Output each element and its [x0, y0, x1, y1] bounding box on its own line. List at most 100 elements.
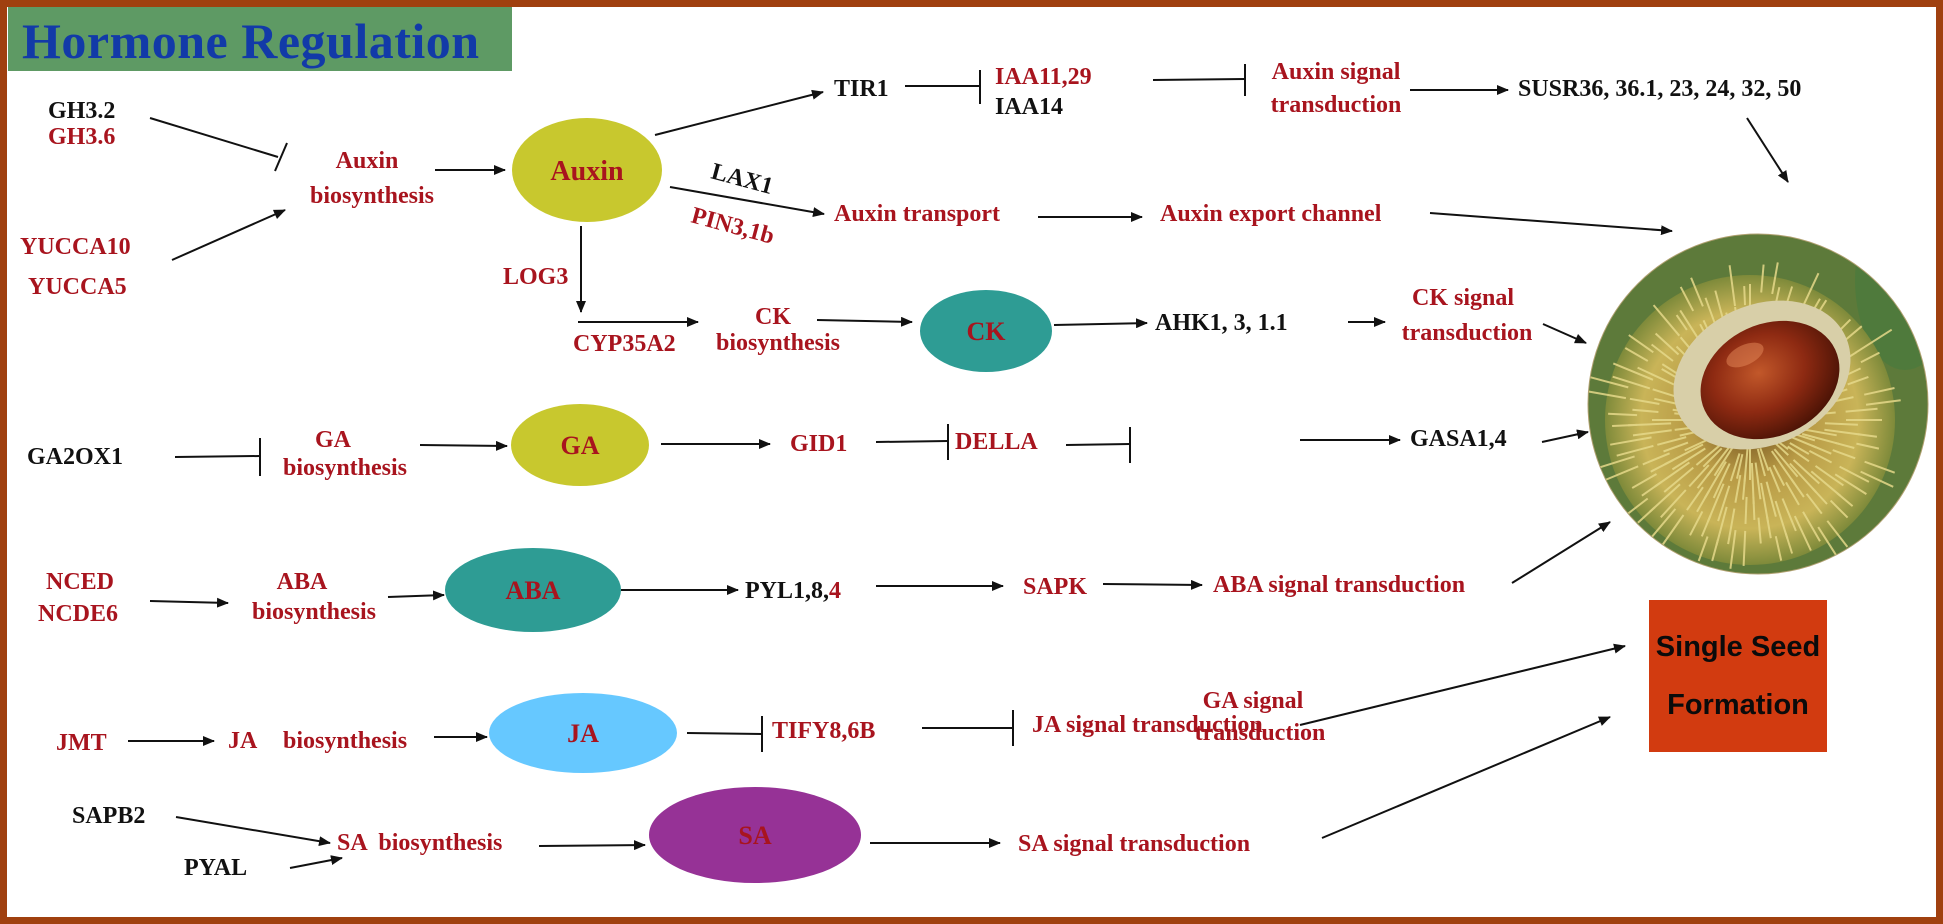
burr-spine — [1660, 489, 1687, 518]
burr-spine — [1595, 455, 1635, 470]
burr-spine — [1789, 462, 1817, 493]
burr-spine — [1588, 375, 1629, 389]
burr-spine — [1760, 482, 1770, 523]
burr-spine — [1632, 429, 1672, 437]
burr-spine — [1743, 286, 1746, 306]
pyal-label: PYAL — [184, 855, 247, 881]
auxin-biosynthesis-label-1: Auxin — [336, 148, 399, 174]
ck-signal-arrow — [1542, 323, 1587, 344]
pin3-label: PIN3,1b — [688, 203, 777, 250]
ga-biosynthesis-arrow — [419, 440, 508, 451]
burr-spine — [1817, 526, 1839, 559]
burr-spine — [1834, 473, 1867, 495]
tify-label: TIFY8,6B — [772, 718, 875, 744]
burr-spine — [1657, 436, 1687, 446]
burr-spine — [1854, 328, 1893, 354]
burr-spine — [1824, 428, 1862, 436]
burr-spine — [1671, 447, 1706, 471]
ck-to-ahk-arrow — [1053, 318, 1148, 329]
chestnut-burr-image — [1587, 233, 1929, 575]
auxin-biosynthesis-label-2: biosynthesis — [310, 183, 434, 209]
ga2ox1-label: GA2OX1 — [27, 444, 123, 470]
burr-spine — [1624, 347, 1649, 362]
burr-spine — [1612, 362, 1654, 381]
burr-spine — [1742, 530, 1747, 566]
burr-spine — [1648, 508, 1677, 541]
burr-spine — [1754, 462, 1762, 500]
burr-spine — [1863, 387, 1895, 396]
burr-spine — [1810, 470, 1842, 497]
sa-biosynthesis-label: SA biosynthesis — [337, 830, 502, 856]
burr-spine — [1717, 485, 1731, 522]
burr-spine — [1629, 397, 1660, 405]
burr-spine — [1616, 444, 1654, 457]
della-inhibition-line — [1065, 443, 1131, 446]
ga-biosynthesis-label-2: biosynthesis — [283, 455, 407, 481]
pyl-label: PYL1,8,4 — [745, 578, 841, 604]
ck-signal-label-2: transduction — [1402, 320, 1533, 346]
burr-spine — [1704, 297, 1717, 325]
burr-spine — [1712, 463, 1731, 499]
burr-spine — [1864, 460, 1896, 474]
burr-spine — [1785, 481, 1800, 506]
burr-spine — [1744, 496, 1748, 524]
burr-spine — [1649, 483, 1681, 513]
burr-spine — [1789, 442, 1810, 455]
auxin-signal-label-1: Auxin signal — [1272, 59, 1401, 85]
burr-spine — [1610, 436, 1652, 446]
burr-spine — [1801, 433, 1840, 445]
gh-inhibition-line — [149, 117, 279, 158]
burr-spine — [1760, 264, 1765, 293]
burr-spine — [1757, 517, 1762, 544]
ja-signal-arrow — [1299, 643, 1626, 726]
aba-biosynthesis-label-2: biosynthesis — [252, 599, 376, 625]
burr-spine — [1608, 412, 1638, 417]
cyp-label: CYP35A2 — [573, 331, 676, 357]
gh-inhibition-bar — [274, 142, 288, 172]
yucca10-label: YUCCA10 — [20, 234, 131, 260]
burr-spine — [1704, 461, 1727, 499]
gasa-label: GASA1,4 — [1410, 426, 1507, 452]
burr-spine — [1728, 265, 1736, 307]
lax1-label: LAX1 — [708, 159, 775, 200]
gh32-label: GH3.2 — [48, 98, 115, 124]
sapb2-label: SAPB2 — [72, 803, 145, 829]
ck-biosynthesis-label-2: biosynthesis — [716, 330, 840, 356]
burr-spine — [1632, 408, 1659, 413]
burr-spine — [1652, 304, 1681, 337]
auxin-node-label: Auxin — [550, 156, 624, 187]
outcome-label-line1: Single Seed — [1655, 631, 1821, 663]
burr-spine — [1781, 498, 1797, 532]
burr-spine — [1847, 375, 1869, 386]
auxin-transport-label: Auxin transport — [834, 201, 1000, 227]
burr-spine — [1654, 461, 1690, 488]
burr-spine — [1603, 465, 1639, 482]
sa-node — [649, 787, 861, 883]
sa-node-label: SA — [738, 821, 771, 850]
sapk-label: SAPK — [1023, 574, 1087, 600]
burr-spine — [1772, 464, 1786, 487]
burr-spine — [1736, 453, 1744, 479]
ga-signal-label-1: GA signal — [1203, 688, 1304, 714]
ja-node — [489, 693, 677, 773]
burr-spine — [1845, 407, 1878, 413]
burr-spine — [1802, 511, 1821, 542]
log3-label: LOG3 — [503, 264, 568, 290]
burr-spine — [1664, 443, 1704, 466]
burr-spine — [1663, 466, 1694, 493]
sa-signal-arrow — [1321, 716, 1611, 839]
gasa-to-outcome-arrow — [1541, 429, 1589, 443]
sapb2-arrow — [175, 816, 331, 847]
burr-spine — [1856, 442, 1880, 450]
ahk-label: AHK1, 3, 1.1 — [1155, 310, 1288, 336]
ck-node-label: CK — [967, 317, 1007, 346]
gid1-label: GID1 — [790, 431, 847, 457]
auxin-signal-label-2: transduction — [1271, 92, 1402, 118]
burr-spine — [1768, 466, 1781, 493]
burr-spine — [1803, 428, 1837, 437]
ja-biosynthesis-label: biosynthesis — [283, 728, 407, 754]
susr-label: SUSR36, 36.1, 23, 24, 32, 50 — [1518, 76, 1801, 102]
burr-spine — [1689, 510, 1704, 536]
burr-spine — [1706, 483, 1725, 522]
burr-spine — [1832, 449, 1856, 460]
